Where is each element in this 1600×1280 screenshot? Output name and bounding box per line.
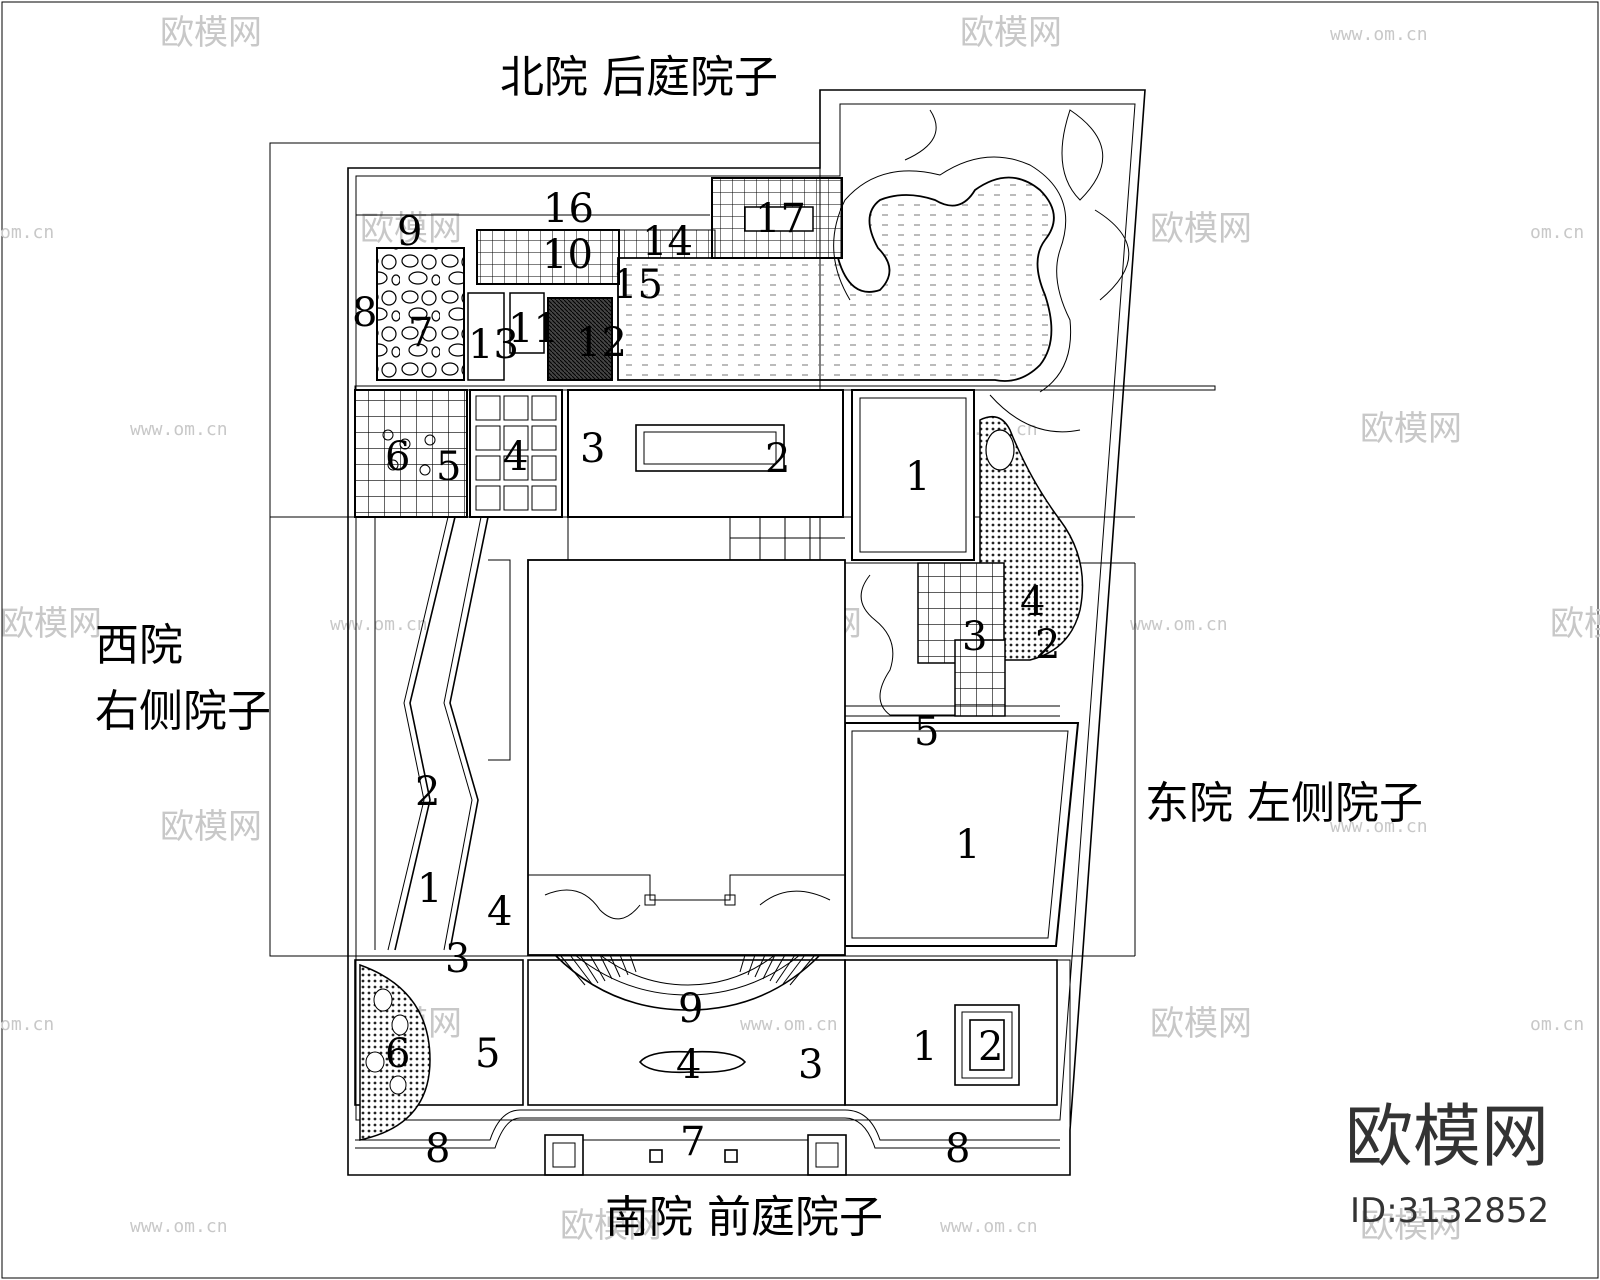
watermark-text: 欧模网 (1360, 409, 1462, 449)
site-boundary (347, 89, 1146, 1176)
label-south-5: 5 (475, 1031, 500, 1077)
zone-title-west-sub: 右侧院子 (95, 686, 271, 737)
watermark-text: 欧模网 (0, 604, 102, 644)
watermark-url: www.om.cn (940, 1216, 1038, 1237)
watermark-text: 欧模网 (1150, 209, 1252, 249)
watermark-text: 欧模网 (360, 209, 462, 249)
label-16: 16 (543, 186, 594, 232)
brand-id: ID:3132852 (1350, 1191, 1549, 1231)
zone-title-south: 南院 前庭院子 (605, 1192, 883, 1243)
watermark-url: www.om.cn (1130, 614, 1228, 635)
label-west-1: 1 (417, 866, 442, 912)
label-7: 7 (408, 310, 433, 356)
label-6: 6 (385, 434, 410, 480)
watermark-text: 欧模网 (560, 1206, 662, 1246)
label-south-4: 4 (676, 1042, 701, 1088)
watermark-url: www.om.cn (130, 419, 228, 440)
dark-paving-12 (547, 297, 613, 381)
label-5: 5 (436, 444, 461, 490)
paver-grid-4 (469, 389, 563, 518)
watermark-url: om.cn (0, 222, 54, 243)
watermark-url: om.cn (0, 1014, 54, 1035)
label-east-1: 1 (955, 822, 980, 868)
zone-title-east: 东院 左侧院子 (1145, 778, 1423, 829)
label-west-3: 3 (445, 936, 470, 982)
label-south-9: 9 (678, 986, 703, 1032)
label-15: 15 (612, 262, 663, 308)
grid-area-6 (354, 389, 468, 518)
north-courtyard (354, 109, 1216, 433)
site-inner-boundary (355, 103, 1136, 1121)
label-13: 13 (468, 322, 519, 368)
label-9: 9 (397, 209, 422, 255)
label-south-7: 7 (680, 1119, 705, 1165)
label-south-8-right: 8 (945, 1126, 970, 1172)
brand-logo-text: 欧模网 (1345, 1098, 1549, 1177)
watermark-url: www.om.cn (1330, 816, 1428, 837)
watermark-url: www.om.cn (130, 1216, 228, 1237)
watermark-url: om.cn (1530, 1014, 1584, 1035)
label-4: 4 (503, 434, 528, 480)
watermark-text: 欧模网 (1550, 604, 1600, 644)
watermark-url: www.om.cn (740, 1014, 838, 1035)
lawn-pool (617, 176, 1055, 382)
zone-title-north: 北院 后庭院子 (500, 52, 778, 103)
south-courtyard (354, 959, 1071, 1176)
zone-title-west: 西院 (95, 620, 183, 671)
gravel-area-4 (979, 415, 1084, 661)
planter-4 (638, 1050, 747, 1074)
label-west-4: 4 (487, 889, 512, 935)
grid-paving-10 (476, 229, 620, 285)
label-17: 17 (755, 196, 806, 242)
label-west-2: 2 (415, 769, 440, 815)
label-11: 11 (508, 306, 559, 352)
label-east-5: 5 (914, 709, 939, 755)
watermark-url: om.cn (1530, 222, 1584, 243)
label-east-2: 2 (1035, 622, 1060, 668)
label-10: 10 (542, 232, 593, 278)
watermark-text: 欧模网 (160, 13, 262, 53)
cobblestone-area (376, 247, 465, 381)
label-12: 12 (576, 320, 627, 366)
label-8: 8 (352, 290, 377, 336)
label-south-3: 3 (798, 1042, 823, 1088)
watermark-text: 欧模网 (1360, 1206, 1462, 1246)
label-south-2: 2 (978, 1024, 1003, 1070)
east-courtyard (844, 415, 1084, 947)
label-east-4: 4 (1020, 579, 1045, 625)
north-terrace-row (354, 389, 975, 561)
label-south-6: 6 (385, 1031, 410, 1077)
house-footprint (527, 559, 846, 956)
label-3: 3 (580, 426, 605, 472)
watermark-url: www.om.cn (1330, 24, 1428, 45)
label-1: 1 (905, 454, 930, 500)
label-14: 14 (642, 219, 693, 265)
watermark-text: 欧模网 (1150, 1004, 1252, 1044)
area-labels: 16 9 10 14 17 15 8 7 13 11 12 6 5 4 3 2 … (352, 186, 1060, 1172)
watermark-layer: 欧模网 欧模网 www.om.cn om.cn 欧模网 欧模网 om.cn ww… (0, 13, 1600, 1246)
watermark-url: www.om.cn (330, 614, 428, 635)
label-south-1: 1 (912, 1024, 937, 1070)
watermark-text: 欧模网 (960, 13, 1062, 53)
label-2: 2 (765, 436, 790, 482)
watermark-text: 欧模网 (160, 807, 262, 847)
label-south-8-left: 8 (425, 1126, 450, 1172)
label-east-3: 3 (962, 614, 987, 660)
